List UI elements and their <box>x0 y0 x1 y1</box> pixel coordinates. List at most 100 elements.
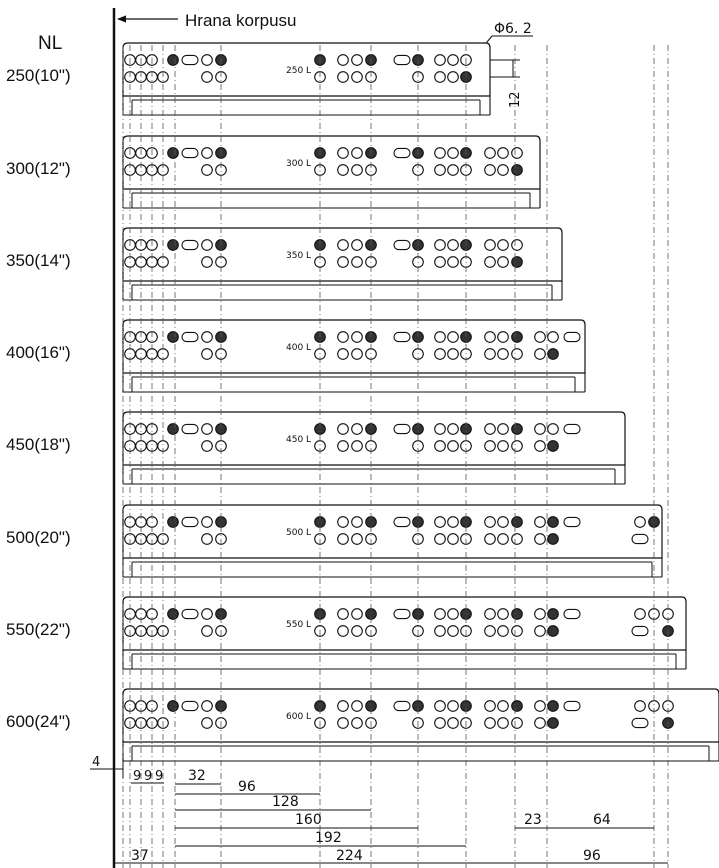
hole <box>434 71 446 83</box>
slot-hole <box>181 700 199 712</box>
hole <box>351 700 363 712</box>
hole <box>351 54 363 66</box>
hole <box>484 608 496 620</box>
hole-filled <box>167 239 179 251</box>
rail-7: 550(22")550 L <box>6 596 687 670</box>
hole <box>497 164 509 176</box>
hole <box>447 239 459 251</box>
hole <box>351 625 363 637</box>
hole <box>484 348 496 360</box>
hole-filled <box>167 516 179 528</box>
hole <box>511 239 523 251</box>
hole <box>201 608 213 620</box>
cabinet-edge-label: Hrana korpusu <box>185 11 297 30</box>
hole <box>547 331 559 343</box>
hole <box>534 423 546 435</box>
hole <box>201 71 213 83</box>
slot-hole <box>631 717 649 729</box>
hole <box>447 348 459 360</box>
slot-hole <box>393 147 411 159</box>
hole <box>201 256 213 268</box>
hole <box>447 700 459 712</box>
rail-6: 500(20")500 L <box>6 504 663 578</box>
slot-hole <box>393 516 411 528</box>
rail-body <box>122 504 663 559</box>
hole <box>497 239 509 251</box>
rail-size-label: 300(12") <box>6 159 71 178</box>
hole <box>351 717 363 729</box>
hole <box>634 700 646 712</box>
hole <box>484 533 496 545</box>
hole <box>351 239 363 251</box>
hole <box>434 348 446 360</box>
rail-tag: 450 L <box>286 435 311 445</box>
hole <box>337 608 349 620</box>
hole <box>497 147 509 159</box>
rail-size-label: 350(14") <box>6 251 71 270</box>
hole <box>447 164 459 176</box>
hole <box>447 71 459 83</box>
slot-hole <box>393 331 411 343</box>
hole <box>447 256 459 268</box>
dim-160: 160 <box>295 812 322 828</box>
hole <box>201 239 213 251</box>
hole <box>434 147 446 159</box>
hole <box>337 331 349 343</box>
hole <box>511 440 523 452</box>
hole <box>201 423 213 435</box>
hole <box>511 516 523 528</box>
hole <box>484 700 496 712</box>
hole <box>534 717 546 729</box>
slot-hole <box>563 423 581 435</box>
hole <box>337 625 349 637</box>
hole <box>434 608 446 620</box>
hole <box>497 700 509 712</box>
slot-hole <box>393 239 411 251</box>
rail-body <box>122 319 586 374</box>
hole-filled <box>167 147 179 159</box>
hole <box>447 423 459 435</box>
hole <box>201 717 213 729</box>
hole <box>484 625 496 637</box>
hole <box>447 533 459 545</box>
dim-96: 96 <box>238 779 256 795</box>
hole <box>534 533 546 545</box>
slot-hole <box>631 533 649 545</box>
slot-hole <box>181 516 199 528</box>
hole <box>534 625 546 637</box>
hole <box>434 533 446 545</box>
hole <box>201 331 213 343</box>
hole <box>337 700 349 712</box>
hole-spacing-label: 12 <box>508 91 523 108</box>
hole-filled <box>547 348 559 360</box>
dim-128: 128 <box>272 794 299 810</box>
hole <box>534 516 546 528</box>
rail-tag: 400 L <box>286 343 311 353</box>
hole <box>337 516 349 528</box>
hole <box>434 239 446 251</box>
hole <box>337 423 349 435</box>
hole <box>511 700 523 712</box>
hole <box>534 700 546 712</box>
slot-hole <box>393 54 411 66</box>
hole-filled <box>167 700 179 712</box>
hole <box>201 700 213 712</box>
rail-size-label: 450(18") <box>6 435 71 454</box>
hole-diameter-label: Φ6. 2 <box>494 21 532 37</box>
hole <box>497 331 509 343</box>
hole <box>434 54 446 66</box>
hole <box>484 147 496 159</box>
rail-tag: 600 L <box>286 712 311 722</box>
hole <box>351 256 363 268</box>
hole <box>511 717 523 729</box>
hole <box>434 331 446 343</box>
rail-tag: 550 L <box>286 620 311 630</box>
hole <box>351 147 363 159</box>
rail-body <box>122 596 687 651</box>
hole <box>447 516 459 528</box>
dim-37: 37 <box>131 848 149 864</box>
nl-header: NL <box>38 33 62 54</box>
slot-hole <box>181 608 199 620</box>
hole <box>201 147 213 159</box>
slot-hole <box>181 239 199 251</box>
